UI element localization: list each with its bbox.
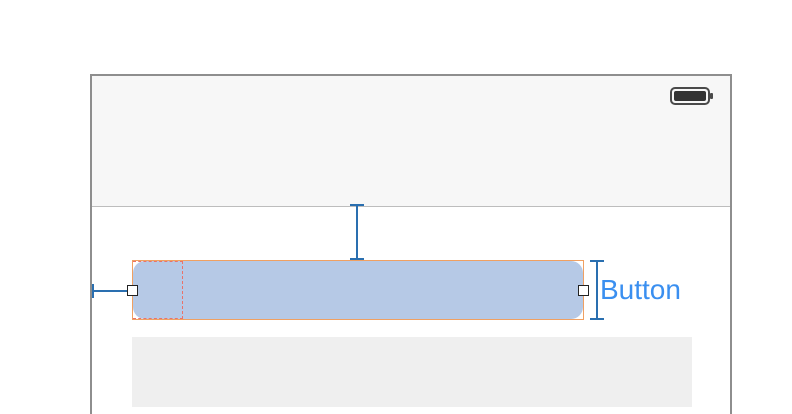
button-title-label[interactable]: Button [600, 274, 681, 305]
storyboard-canvas: Button [90, 74, 732, 414]
text-view[interactable] [132, 337, 692, 407]
resize-handle-right[interactable] [578, 285, 589, 296]
battery-icon [670, 87, 713, 105]
resize-handle-left[interactable] [127, 285, 138, 296]
navigation-bar[interactable] [92, 76, 730, 207]
selected-button[interactable] [133, 261, 583, 319]
view-controller-scene[interactable] [90, 74, 732, 414]
